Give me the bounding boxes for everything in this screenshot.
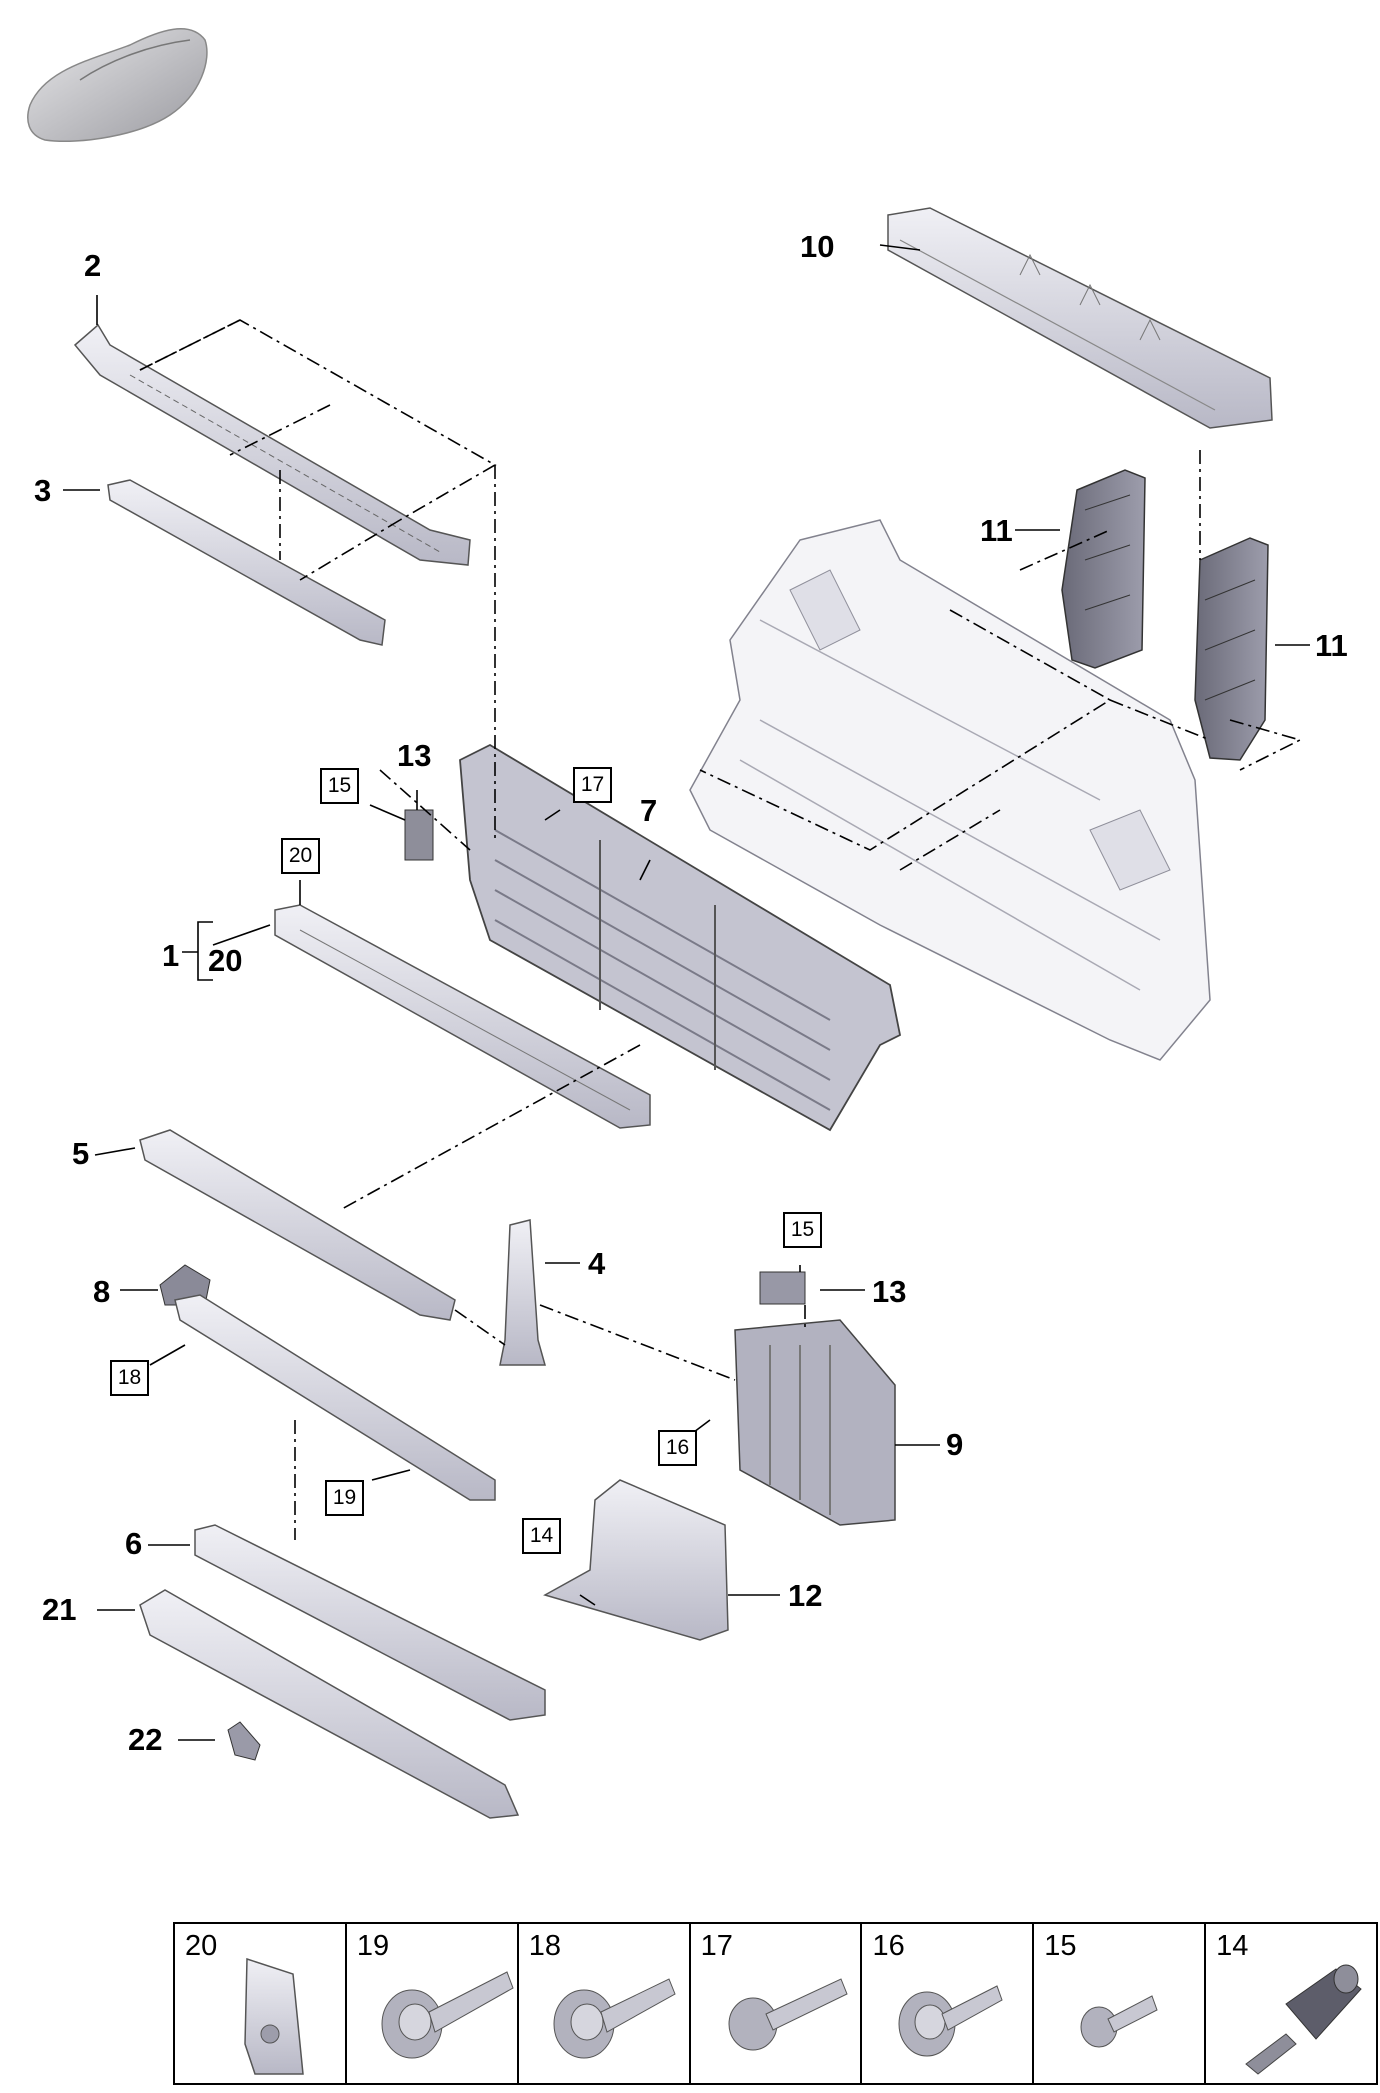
boxed-ref-17: 17 — [573, 767, 612, 803]
callout-13-top: 13 — [397, 738, 432, 773]
callout-10: 10 — [800, 229, 835, 264]
boxed-ref-18: 18 — [110, 1360, 149, 1396]
flange-bolt-washer-icon — [553, 1978, 676, 2059]
callout-22: 22 — [128, 1722, 163, 1757]
part-10-air-duct — [887, 207, 1273, 429]
part-4-bracket — [499, 1219, 546, 1366]
front-carrier-frame — [689, 519, 1211, 1061]
callout-7: 7 — [640, 793, 658, 828]
hardware-number: 14 — [1216, 1930, 1249, 1962]
callout-3: 3 — [34, 473, 52, 508]
part-11-right-duct — [1194, 537, 1269, 761]
callout-6: 6 — [125, 1526, 143, 1561]
part-11-left-duct — [1061, 469, 1146, 669]
hardware-number: 15 — [1044, 1930, 1077, 1962]
small-bolt-icon — [1080, 1995, 1158, 2048]
callout-11-left: 11 — [980, 513, 1013, 548]
boxed-ref-19: 19 — [325, 1480, 364, 1516]
callout-2: 2 — [84, 248, 102, 283]
temperature-sensor-icon — [1245, 1964, 1362, 2075]
callout-5: 5 — [72, 1136, 90, 1171]
part-6-underbody-panel — [194, 1524, 546, 1721]
hardware-number: 17 — [700, 1930, 733, 1962]
hardware-cell-18: 18 — [519, 1924, 691, 2083]
part-12-air-guide — [543, 1479, 729, 1641]
hardware-cell-19: 19 — [347, 1924, 519, 2083]
part-22-small-clip — [227, 1721, 261, 1761]
part-9-side-radiator — [734, 1319, 896, 1526]
boxed-ref-14: 14 — [522, 1518, 561, 1554]
part-3-trim-strip — [107, 479, 386, 646]
part-21-lower-rail — [139, 1589, 520, 1819]
boxed-ref-20: 20 — [281, 838, 320, 874]
flange-bolt-washer-icon — [381, 1971, 514, 2059]
boxed-ref-15-top: 15 — [320, 768, 359, 804]
hardware-number: 20 — [185, 1930, 218, 1962]
callout-9: 9 — [946, 1427, 964, 1462]
callout-1: 1 — [162, 938, 180, 973]
hardware-cell-14: 14 — [1206, 1924, 1376, 2083]
callout-8: 8 — [93, 1274, 111, 1309]
car-thumbnail-icon — [27, 28, 208, 143]
part-13-actuator-bottom — [759, 1271, 806, 1305]
hardware-number: 16 — [872, 1930, 905, 1962]
callout-4: 4 — [588, 1246, 606, 1281]
hardware-cell-15: 15 — [1034, 1924, 1207, 2083]
flange-bolt-washer-icon — [898, 1985, 1004, 2057]
callout-12: 12 — [788, 1578, 823, 1613]
hardware-table: 20 19 18 17 16 — [173, 1922, 1378, 2085]
callout-20: 20 — [208, 943, 243, 978]
hardware-number: 19 — [356, 1930, 390, 1962]
boxed-ref-15-bottom: 15 — [783, 1212, 822, 1248]
part-7-air-shutter — [459, 743, 902, 1132]
connection-lines — [139, 319, 1303, 1540]
hardware-cell-16: 16 — [862, 1924, 1035, 2083]
clip-nut-icon — [244, 1957, 304, 2075]
flange-bolt-icon — [728, 1978, 848, 2051]
boxed-ref-16: 16 — [658, 1430, 697, 1466]
leader-lines — [63, 244, 1310, 1741]
lower-cross-member — [174, 1294, 496, 1501]
callout-11-right: 11 — [1315, 628, 1348, 663]
part-5-cover-strip — [139, 1129, 456, 1321]
hardware-number: 18 — [528, 1930, 561, 1962]
hardware-cell-17: 17 — [691, 1924, 863, 2083]
part-2-upper-bar — [73, 323, 471, 566]
hardware-cell-20: 20 — [175, 1924, 347, 2083]
callout-13-bottom: 13 — [872, 1274, 907, 1309]
callout-21: 21 — [42, 1592, 77, 1627]
part-13-actuator-top — [404, 809, 434, 861]
